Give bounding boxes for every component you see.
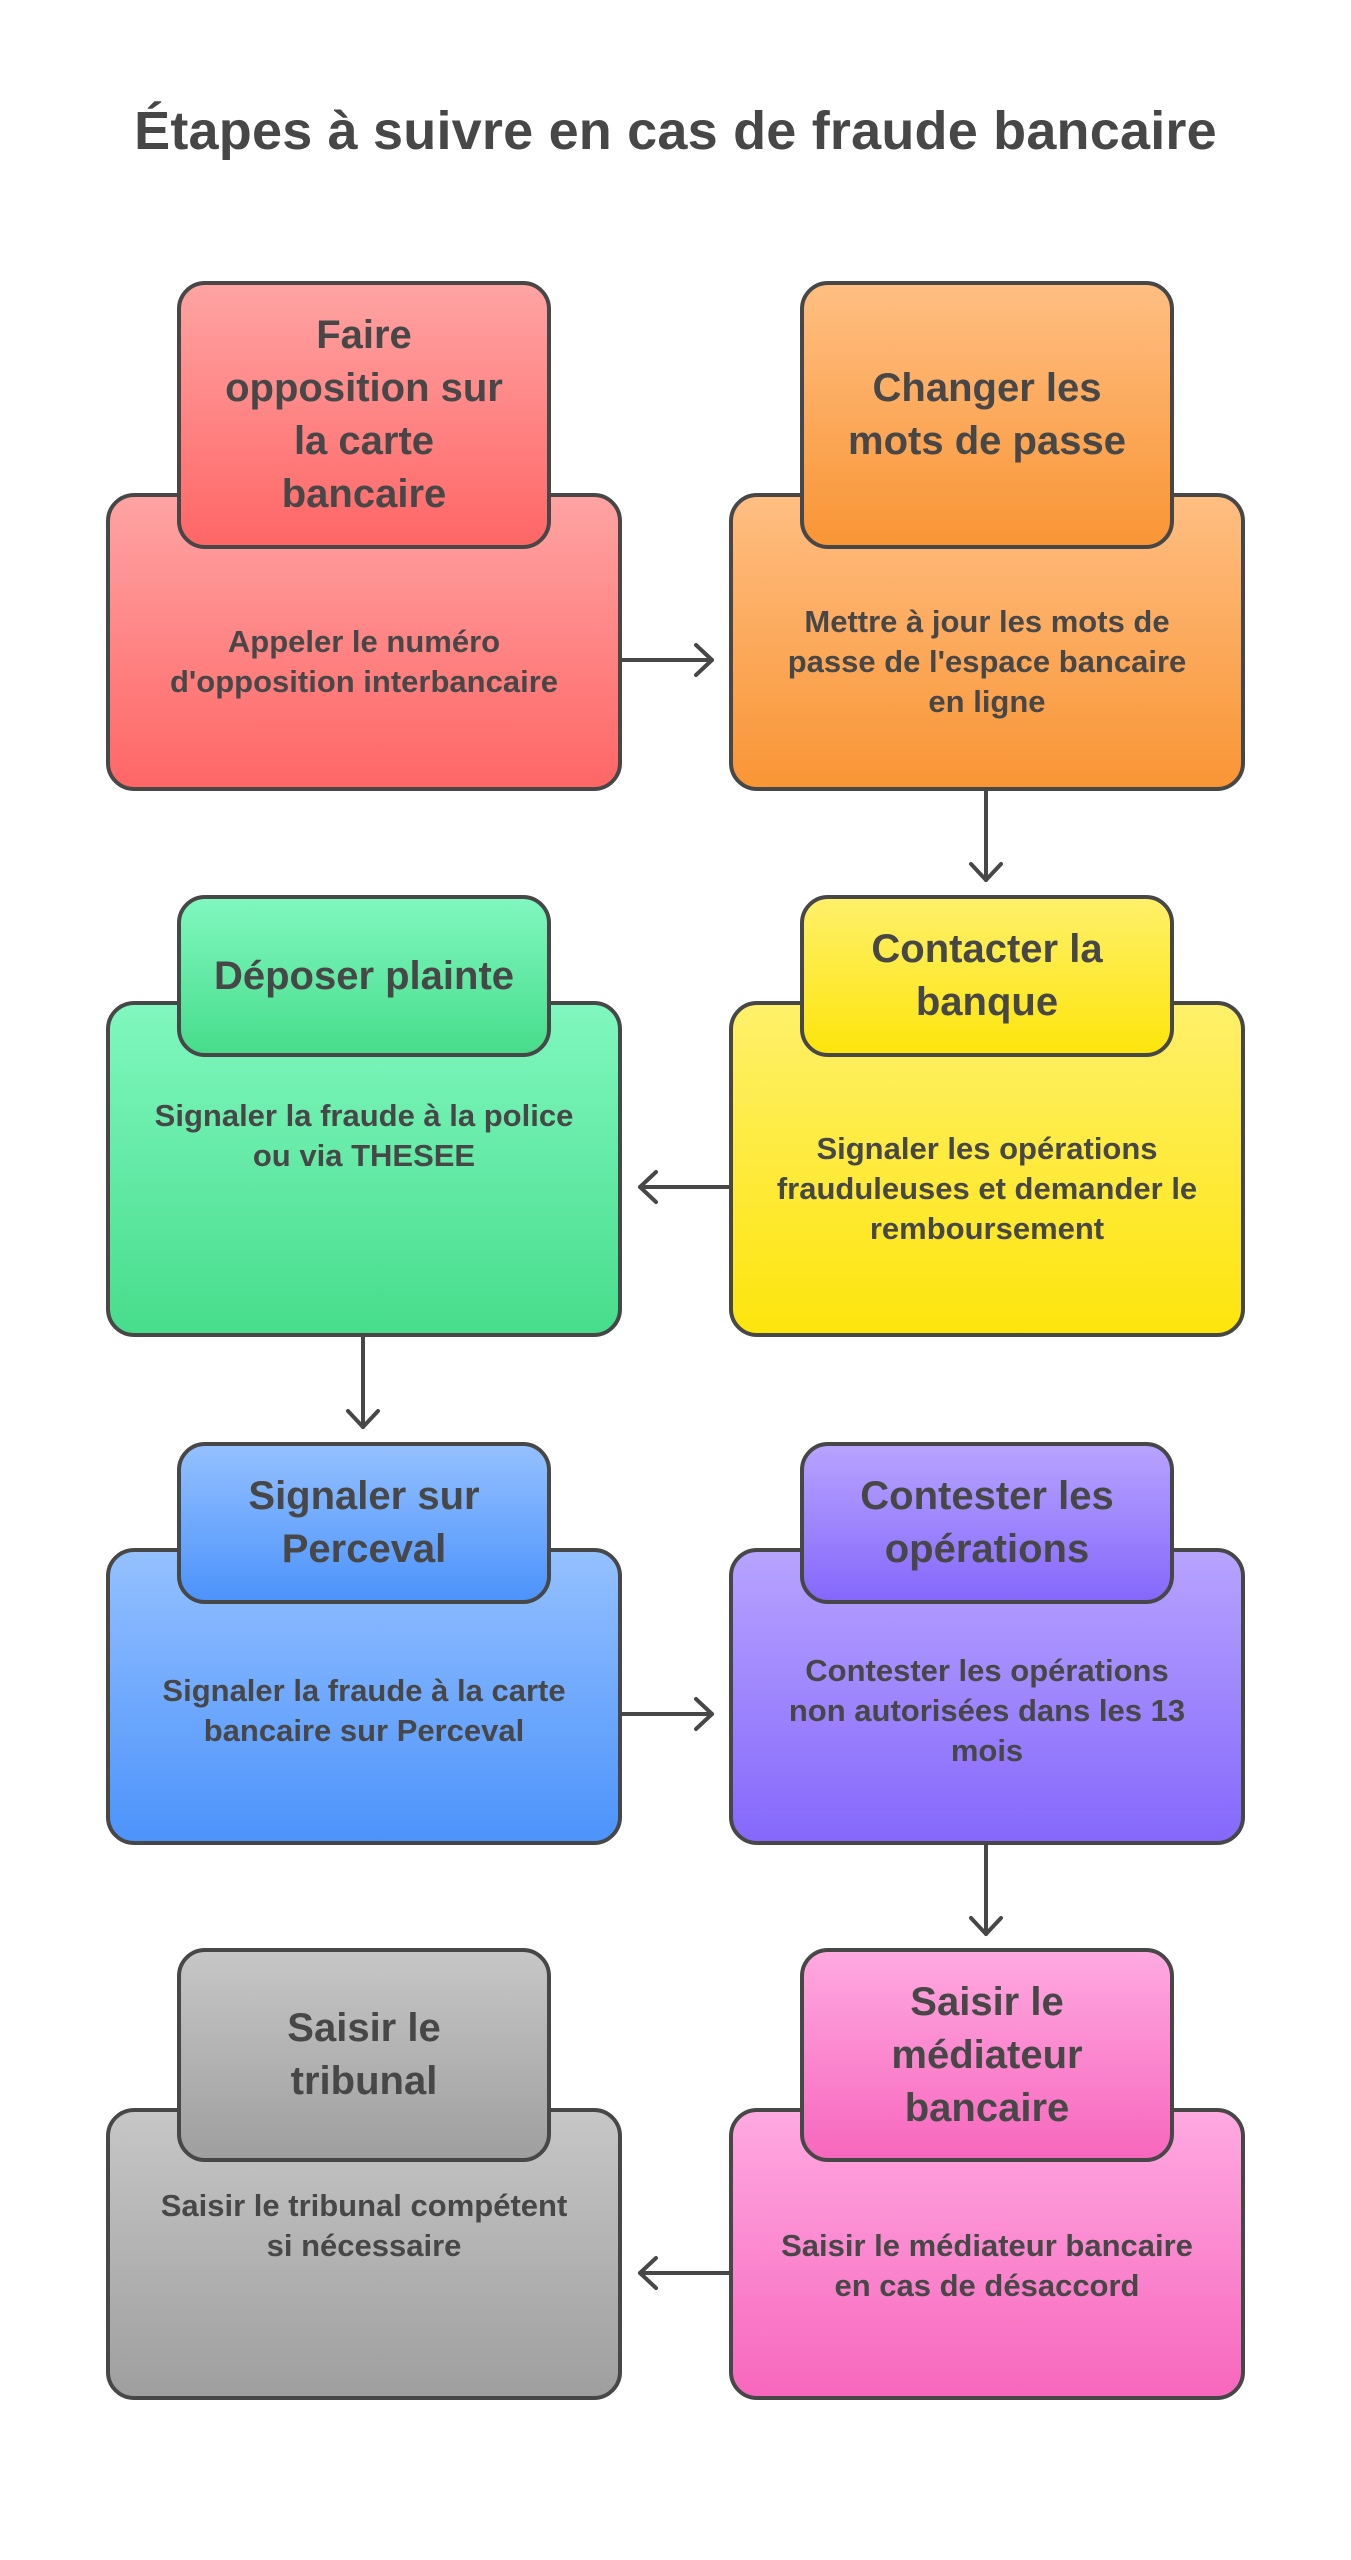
step-header: Signaler sur Perceval bbox=[177, 1442, 551, 1604]
step-card-saisir-mediateur: Saisir le médiateur bancaire en cas de d… bbox=[729, 1948, 1249, 2400]
step-description: Signaler la fraude à la police ou via TH… bbox=[154, 1098, 574, 1173]
step-description: Contester les opérations non autorisées … bbox=[788, 1652, 1186, 1768]
arrow-right-step5-to-step6 bbox=[620, 1697, 714, 1731]
step-header: Saisir le médiateur bancaire bbox=[800, 1948, 1174, 2162]
step-title: Saisir le médiateur bancaire bbox=[891, 1979, 1083, 2130]
step-header: Changer les mots de passe bbox=[800, 281, 1174, 549]
step-card-contacter-banque: Signaler les opérations frauduleuses et … bbox=[729, 895, 1249, 1337]
arrow-left-step7-to-step8 bbox=[638, 2256, 731, 2290]
step-header: Saisir le tribunal bbox=[177, 1948, 551, 2162]
step-title: Faire opposition sur la carte bancaire bbox=[225, 313, 503, 516]
step-title: Saisir le tribunal bbox=[287, 2006, 441, 2103]
step-header: Faire opposition sur la carte bancaire bbox=[177, 281, 551, 549]
arrow-down-step6-to-step7 bbox=[969, 1843, 1003, 1936]
step-card-saisir-tribunal: Saisir le tribunal compétent si nécessai… bbox=[106, 1948, 626, 2400]
step-description: Saisir le tribunal compétent si nécessai… bbox=[160, 2188, 568, 2263]
step-header: Déposer plainte bbox=[177, 895, 551, 1057]
arrow-left-step3-to-step4 bbox=[638, 1170, 731, 1204]
step-header: Contacter la banque bbox=[800, 895, 1174, 1057]
page-title: Étapes à suivre en cas de fraude bancair… bbox=[134, 101, 1217, 161]
step-title: Contester les opérations bbox=[860, 1474, 1114, 1571]
step-title: Changer les mots de passe bbox=[848, 366, 1126, 463]
arrow-down-step4-to-step5 bbox=[346, 1335, 380, 1429]
step-description: Signaler les opérations frauduleuses et … bbox=[776, 1131, 1198, 1246]
arrow-down-step2-to-step3 bbox=[969, 789, 1003, 882]
step-body: Signaler les opérations frauduleuses et … bbox=[729, 1001, 1245, 1337]
step-card-faire-opposition: Appeler le numéro d'opposition interbanc… bbox=[106, 281, 626, 791]
step-description: Appeler le numéro d'opposition interbanc… bbox=[169, 624, 558, 699]
step-header: Contester les opérations bbox=[800, 1442, 1174, 1604]
step-title: Déposer plainte bbox=[213, 953, 515, 998]
step-card-deposer-plainte: Signaler la fraude à la police ou via TH… bbox=[106, 895, 626, 1337]
arrow-right-step1-to-step2 bbox=[620, 643, 714, 677]
step-title: Signaler sur Perceval bbox=[248, 1474, 480, 1571]
step-description: Mettre à jour les mots de passe de l'esp… bbox=[787, 604, 1187, 719]
step-card-contester-operations: Contester les opérations non autorisées … bbox=[729, 1442, 1249, 1845]
step-card-changer-mots-de-passe: Mettre à jour les mots de passe de l'esp… bbox=[729, 281, 1249, 791]
step-description: Saisir le médiateur bancaire en cas de d… bbox=[781, 2228, 1193, 2303]
step-card-signaler-perceval: Signaler la fraude à la carte bancaire s… bbox=[106, 1442, 626, 1845]
step-body: Signaler la fraude à la police ou via TH… bbox=[106, 1001, 622, 1337]
step-title: Contacter la banque bbox=[871, 927, 1103, 1024]
step-description: Signaler la fraude à la carte bancaire s… bbox=[162, 1672, 566, 1748]
